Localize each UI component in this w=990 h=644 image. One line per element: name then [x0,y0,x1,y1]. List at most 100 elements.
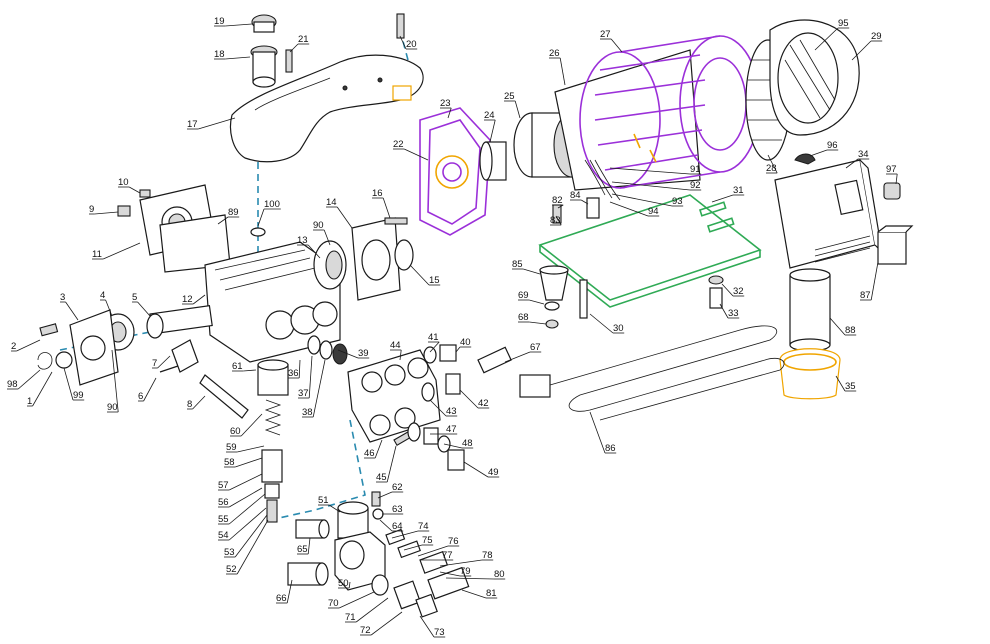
callout-number: 98 [7,379,18,390]
axis-line [269,419,366,521]
callout-13: 13 [297,235,321,259]
part-70-73-parts [371,574,438,618]
callout-number: 52 [226,564,237,575]
callout-leader [829,317,846,336]
callout-number: 53 [224,547,235,558]
callout-leader [307,244,321,259]
part-34-control-box [774,159,883,269]
part-30-bolt [579,279,588,319]
callout-leader [445,577,495,580]
callout-41: 41 [428,332,440,353]
callout-leader [403,544,423,551]
callout-46: 46 [364,439,383,459]
callout-91: 91 [609,164,702,175]
callout-number: 39 [358,348,369,359]
callout-number: 75 [422,535,433,546]
callout-38: 38 [302,359,326,418]
callout-54: 54 [218,507,267,541]
part-15-seal [394,239,414,271]
callout-number: 50 [338,578,349,589]
callout-number: 7 [152,358,157,369]
part-97-button [883,182,901,200]
part-12-crankcase [204,241,341,363]
callout-number: 15 [429,275,440,286]
callout-89: 89 [217,207,240,225]
callout-75: 75 [403,535,434,551]
callout-number: 30 [613,323,624,334]
callout-52: 52 [226,519,269,575]
callout-number: 68 [518,312,529,323]
callout-1: 1 [27,371,53,407]
callout-number: 33 [728,308,739,319]
callout-50: 50 [338,578,351,589]
callout-number: 16 [372,188,383,199]
part-86-power-cord [519,325,785,421]
callout-number: 34 [858,149,869,160]
callout-leader [286,579,293,604]
callout-leader [611,181,691,191]
callout-10: 10 [118,177,141,194]
callout-leader [111,349,119,413]
callout-leader [409,264,430,286]
callout-number: 90 [313,220,324,231]
callout-number: 94 [648,206,659,217]
callout-26: 26 [549,48,566,86]
part-35-clamp [779,348,841,400]
callout-number: 25 [504,91,515,102]
part-91-94-wires [584,159,621,201]
callout-78: 78 [439,550,494,567]
callout-19: 19 [214,16,253,27]
callout-leader [580,199,589,205]
callout-number: 85 [512,259,523,270]
callout-number: 14 [326,197,337,208]
callout-94: 94 [609,201,660,217]
callout-22: 22 [393,139,429,161]
part-14-flange [351,217,401,301]
callout-32: 32 [721,283,745,297]
callout-number: 45 [376,472,387,483]
callout-99: 99 [63,367,85,401]
callout-leader [308,355,313,399]
callout-number: 57 [218,480,229,491]
callout-leader [143,377,157,402]
callout-leader [137,301,151,317]
callout-leader [192,294,206,305]
callout-number: 92 [690,180,701,191]
callout-number: 20 [406,39,417,50]
callout-number: 5 [132,292,137,303]
callout-leader [504,351,531,363]
callout-8: 8 [187,395,206,410]
callout-63: 63 [382,504,404,515]
callout-leader [845,158,859,169]
callout-leader [529,299,545,305]
part-42-43-fittings [421,373,461,402]
callout-number: 65 [297,544,308,555]
callout-39: 39 [337,348,370,359]
callout-14: 14 [326,197,353,229]
part-40-41-fittings [423,344,457,364]
callout-number: 73 [434,627,445,638]
part-60-spring [264,399,282,436]
part-100-oring [250,227,266,237]
callout-leader [225,23,253,27]
part-18-filter [250,45,278,88]
callout-leader [589,411,606,454]
part-50-body [334,531,386,591]
part-57-52-valve-stack [261,449,283,523]
callout-leader [447,107,452,119]
callout-61: 61 [232,361,257,372]
callout-86: 86 [589,411,617,454]
callout-number: 81 [486,588,497,599]
callout-number: 13 [297,235,308,246]
callout-leader [895,173,898,185]
callout-6: 6 [138,377,157,402]
callout-leader [240,413,263,437]
part-8-key [199,374,249,419]
callout-leader [370,611,403,636]
callout-number: 74 [418,521,429,532]
callout-number: 9 [89,204,94,215]
callout-3: 3 [60,292,79,321]
callout-number: 55 [218,514,229,525]
callout-number: 18 [214,49,225,60]
callout-number: 47 [446,424,457,435]
